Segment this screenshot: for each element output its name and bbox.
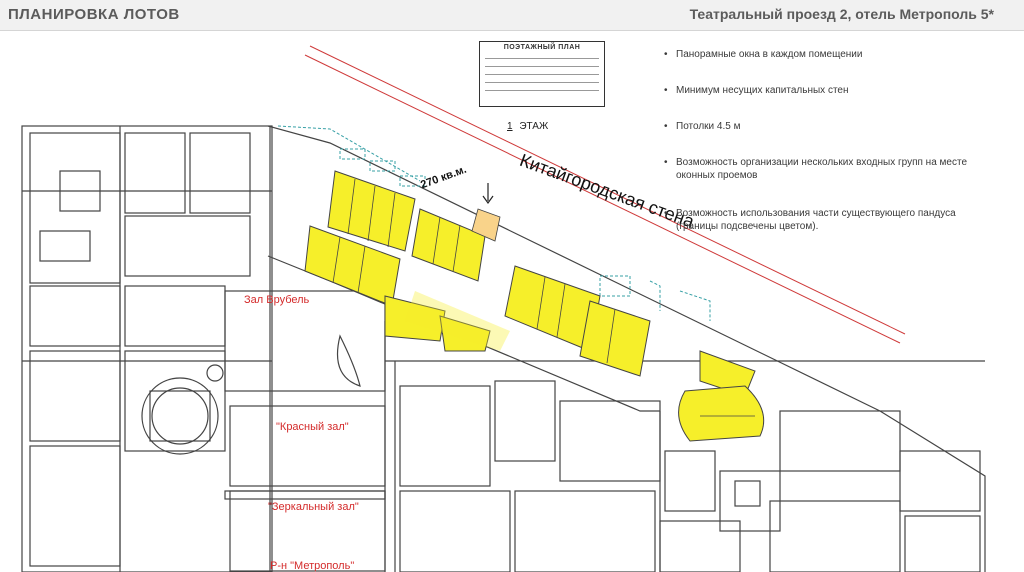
hall-vrubel: Зал Врубель bbox=[244, 294, 310, 306]
feature-text: Панорамные окна в каждом помещении bbox=[676, 49, 863, 60]
feature-item: •Панорамные окна в каждом помещении bbox=[664, 49, 863, 60]
lot-inner-walls bbox=[332, 178, 755, 417]
yellow-glow bbox=[405, 291, 510, 351]
feature-item: •Потолки 4.5 м bbox=[664, 121, 741, 132]
floor-plan-stamp: ПОЭТАЖНЫЙ ПЛАН bbox=[479, 41, 605, 107]
facade-dashes bbox=[277, 125, 711, 321]
floor-text: ЭТАЖ bbox=[519, 121, 549, 132]
hall-metropol: Р-н "Метрополь" bbox=[270, 560, 355, 572]
stamp-title: ПОЭТАЖНЫЙ ПЛАН bbox=[503, 44, 581, 51]
stamp-line bbox=[485, 82, 599, 83]
wall-lines bbox=[304, 45, 906, 344]
header-bar: ПЛАНИРОВКА ЛОТОВ Театральный проезд 2, о… bbox=[0, 0, 1024, 31]
feature-item: •Возможность использования части существ… bbox=[664, 208, 956, 232]
stair-circle bbox=[141, 364, 224, 455]
stamp-line bbox=[485, 66, 599, 67]
diagonal-block bbox=[267, 125, 986, 572]
page-title: ПЛАНИРОВКА ЛОТОВ bbox=[8, 6, 180, 23]
floor-label: 1 ЭТАЖ bbox=[507, 121, 548, 132]
address-title: Театральный проезд 2, отель Метрополь 5* bbox=[689, 6, 994, 22]
hall-mirror: "Зеркальный зал" bbox=[268, 501, 359, 513]
left-block bbox=[21, 125, 273, 572]
ramp-arrow bbox=[482, 183, 494, 205]
stamp-line bbox=[485, 90, 599, 91]
feature-text: Возможность использования части существу… bbox=[676, 208, 956, 232]
center-halls bbox=[224, 126, 386, 572]
floor-plan bbox=[21, 45, 986, 572]
stamp-line bbox=[485, 74, 599, 75]
feature-item: •Минимум несущих капитальных стен bbox=[664, 85, 849, 96]
feature-text: Минимум несущих капитальных стен bbox=[676, 85, 849, 96]
feature-item: •Возможность организации нескольких вход… bbox=[664, 157, 968, 181]
feature-text: Потолки 4.5 м bbox=[676, 121, 741, 132]
feature-text: Возможность организации нескольких входн… bbox=[676, 157, 968, 181]
stamp-line bbox=[485, 58, 599, 59]
hall-red: "Красный зал" bbox=[276, 421, 349, 433]
ramp-area bbox=[471, 208, 501, 242]
floor-number: 1 bbox=[507, 121, 513, 132]
